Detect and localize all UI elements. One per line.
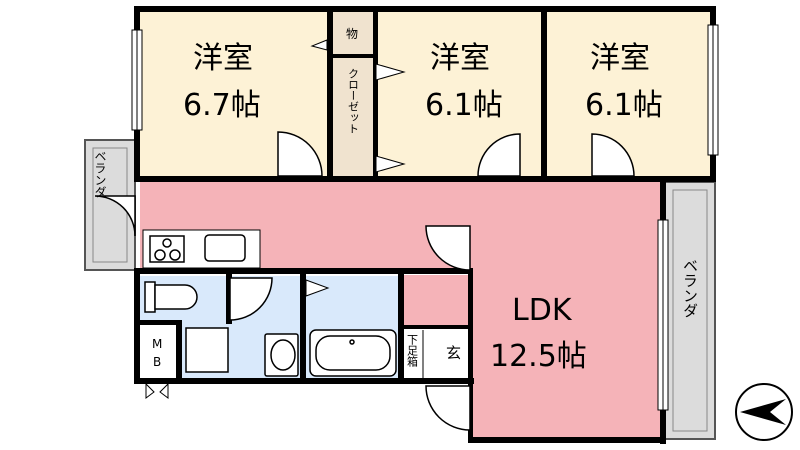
washbasin-icon <box>264 333 299 377</box>
veranda-right-label: ベランダ <box>681 258 699 318</box>
compass-icon <box>735 383 793 441</box>
ldk-area <box>140 180 662 440</box>
genkan-area <box>403 328 470 378</box>
veranda-right: ベランダ <box>664 181 716 440</box>
storage-mono-label: 物 <box>346 27 358 41</box>
closet-area <box>333 58 373 178</box>
bath-door-icon <box>305 279 330 297</box>
genkan-label: 玄 <box>446 344 461 362</box>
mb-label-line1: M <box>152 337 162 351</box>
entry-hall-area <box>403 275 470 325</box>
ldk-label: LDK <box>512 293 573 328</box>
washing-machine-icon <box>185 327 229 373</box>
sink-icon <box>204 234 246 262</box>
windows <box>131 24 719 411</box>
room3-size: 6.1帖 <box>585 88 663 123</box>
room1-size: 6.7帖 <box>183 88 261 123</box>
closet-label: クローゼット <box>347 68 360 134</box>
closet-doors <box>310 39 406 173</box>
shoe-box-label: 下足箱 <box>406 334 419 368</box>
mb-door <box>145 382 169 399</box>
room3-label: 洋室 <box>590 41 650 76</box>
storage-mono-area <box>333 10 373 55</box>
stove-icon <box>149 235 185 263</box>
room2-label: 洋室 <box>430 41 490 76</box>
doors <box>94 131 635 431</box>
ldk-size: 12.5帖 <box>490 339 587 374</box>
mb-area <box>140 326 176 379</box>
veranda-left-label: ベランダ <box>93 150 107 198</box>
toilet-icon <box>144 281 198 313</box>
bathtub-icon <box>309 329 397 377</box>
mb-label-line2: B <box>153 355 161 369</box>
room3-area <box>547 10 712 178</box>
room2-size: 6.1帖 <box>425 88 503 123</box>
room1-label: 洋室 <box>193 41 253 76</box>
